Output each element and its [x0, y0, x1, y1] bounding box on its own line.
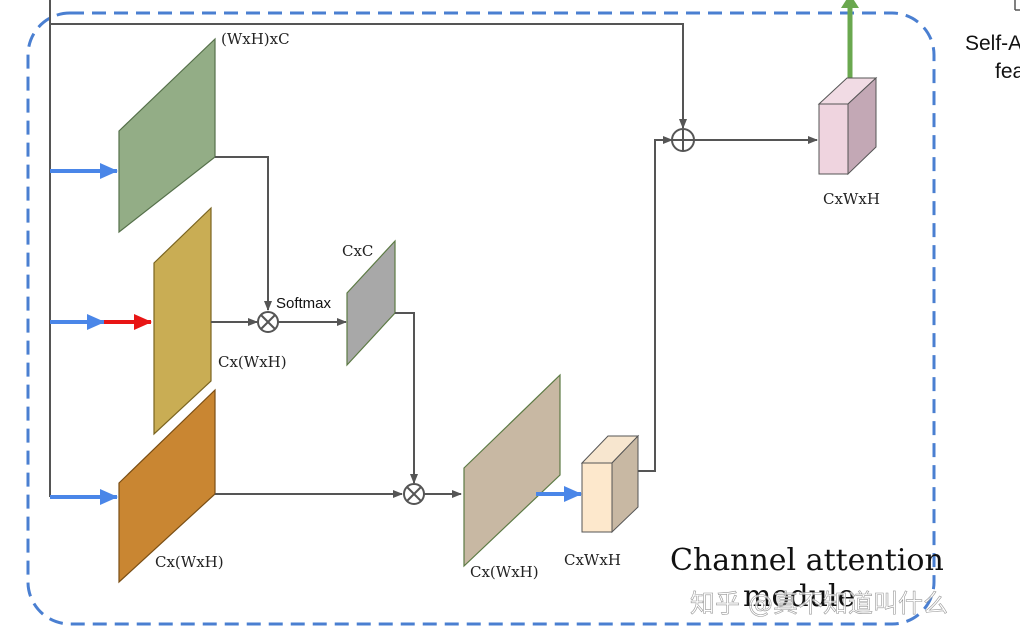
side-text-line1: Self-A	[965, 32, 1020, 55]
output-cube	[817, 76, 878, 176]
module-title-line2: module	[743, 579, 855, 614]
side-text-line2: fea	[995, 60, 1020, 83]
matrix-wh-c	[118, 37, 216, 234]
watermark: 知乎 @真不知道叫什么	[690, 589, 948, 618]
label-beige-matrix: Cx(WxH)	[470, 563, 539, 581]
label-small-cube: CxWxH	[564, 551, 621, 569]
softmax-label: Softmax	[276, 295, 332, 312]
residual-connection-line	[50, 23, 687, 129]
line-green-to-multiply	[215, 156, 272, 311]
label-orange-matrix: Cx(WxH)	[155, 553, 224, 571]
add-op	[671, 128, 695, 152]
module-border	[26, 11, 936, 626]
label-output-cube: CxWxH	[823, 190, 880, 208]
label-yellow-matrix: Cx(WxH)	[218, 353, 287, 371]
line-gray-to-multiply	[395, 312, 418, 484]
multiply-op-2	[403, 483, 425, 505]
multiply-op-1	[257, 311, 279, 333]
label-gray-matrix: CxC	[342, 242, 373, 260]
small-cube	[580, 434, 640, 534]
line-cube-to-add	[638, 136, 673, 472]
label-top-matrix: (WxH)xC	[221, 30, 290, 48]
matrix-yellow	[153, 206, 212, 436]
matrix-beige	[463, 373, 561, 568]
module-title-line1: Channel attention	[670, 543, 944, 578]
